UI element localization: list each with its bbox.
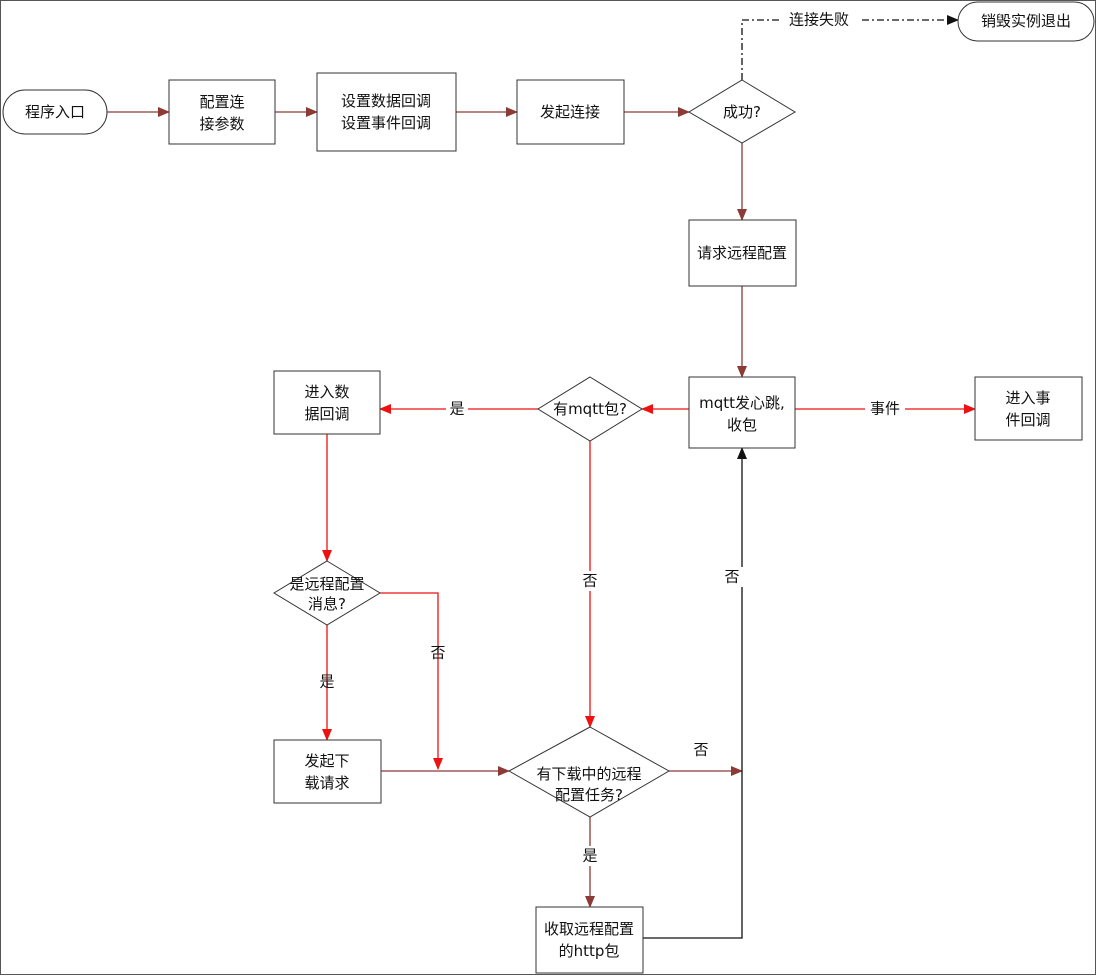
svg-text:设置数据回调设置事件回调: 设置数据回调设置事件回调: [341, 92, 431, 132]
node-success: 成功?: [688, 79, 796, 144]
label-no-loop: 否: [724, 568, 739, 586]
svg-text:成功?: 成功?: [723, 103, 761, 121]
label-no-mqtt: 否: [582, 572, 597, 590]
node-set-callbacks: 设置数据回调设置事件回调: [316, 72, 457, 152]
node-heartbeat-recv: mqtt发心跳,收包: [688, 376, 796, 449]
node-is-remote-msg: 是远程配置消息?: [273, 560, 381, 626]
label-no-remote: 否: [430, 644, 445, 662]
svg-text:销毁实例退出: 销毁实例退出: [981, 12, 1071, 30]
edge-isremote-no: [380, 592, 443, 770]
node-has-mqtt: 有mqtt包?: [537, 376, 643, 442]
label-yes-remote: 是: [319, 673, 334, 691]
node-data-callback: 进入数据回调: [273, 370, 381, 435]
node-event-callback: 进入事件回调: [974, 376, 1083, 441]
label-no-task: 否: [693, 741, 708, 759]
svg-text:收取远程配置的http包: 收取远程配置的http包: [544, 920, 634, 960]
svg-text:mqtt发心跳,收包: mqtt发心跳,收包: [699, 394, 785, 434]
svg-text:发起下载请求: 发起下载请求: [304, 752, 349, 792]
node-connect: 发起连接: [516, 79, 625, 145]
svg-text:程序入口: 程序入口: [25, 103, 85, 121]
svg-text:发起连接: 发起连接: [540, 103, 600, 121]
node-has-download-task: 有下载中的远程配置任务?: [507, 726, 671, 818]
svg-text:是远程配置消息?: 是远程配置消息?: [289, 575, 364, 613]
node-entry: 程序入口: [2, 89, 108, 135]
svg-text:有mqtt包?: 有mqtt包?: [553, 400, 627, 418]
svg-text:配置连接参数: 配置连接参数: [199, 93, 244, 133]
label-yes-task: 是: [582, 847, 597, 865]
edge-fetch-loop: [643, 447, 747, 939]
label-connect-fail: 连接失败: [789, 11, 849, 29]
node-destroy-exit: 销毁实例退出: [957, 1, 1095, 42]
label-event: 事件: [870, 400, 900, 418]
node-request-remote-config: 请求远程配置: [688, 219, 797, 287]
label-yes-mqtt: 是: [449, 400, 464, 418]
node-fetch-http: 收取远程配置的http包: [535, 906, 644, 974]
edge-connect-fail: [741, 15, 959, 80]
node-download-request: 发起下载请求: [273, 739, 382, 804]
svg-text:请求远程配置: 请求远程配置: [697, 244, 787, 262]
svg-text:进入数据回调: 进入数据回调: [304, 383, 349, 423]
node-config-params: 配置连接参数: [168, 79, 276, 145]
svg-text:进入事件回调: 进入事件回调: [1005, 389, 1050, 429]
svg-text:有下载中的远程配置任务?: 有下载中的远程配置任务?: [536, 765, 641, 804]
